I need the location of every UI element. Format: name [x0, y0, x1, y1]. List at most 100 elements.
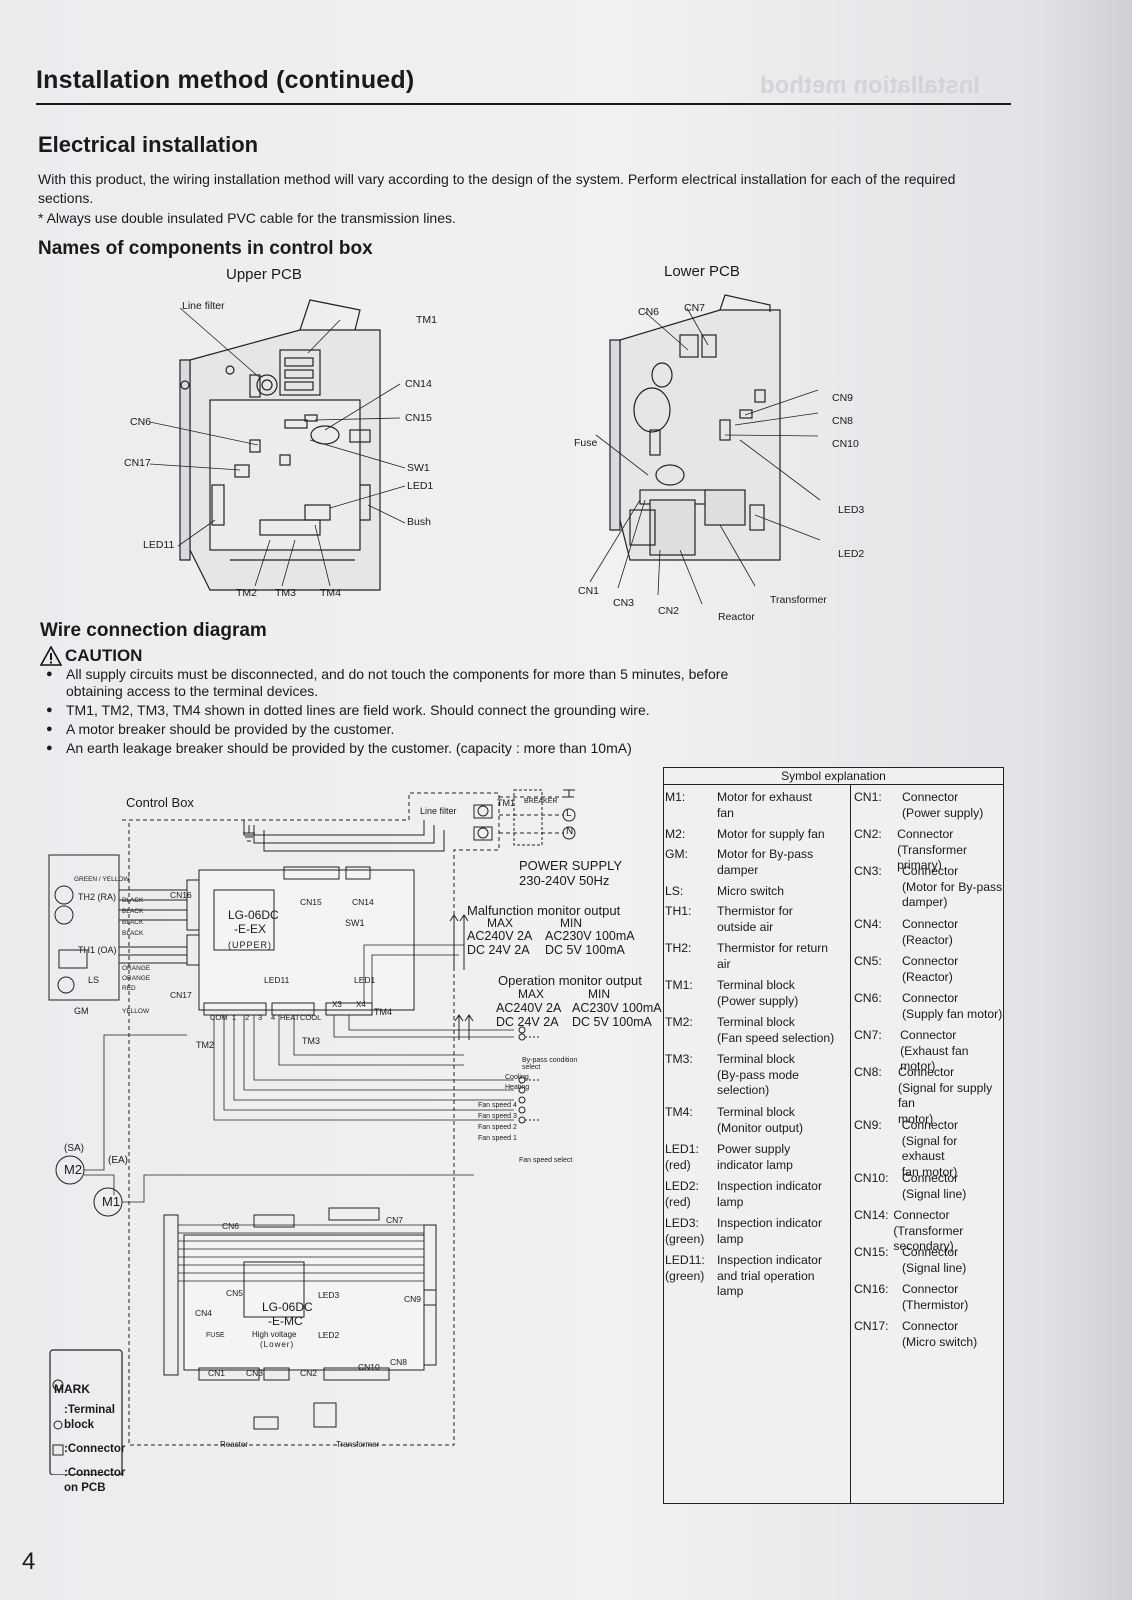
lower-pcb-sub: (Lower): [260, 1340, 295, 1349]
symbol-code: CN5:: [854, 954, 882, 968]
symbol-description: Connector (Transformer secondary): [893, 1208, 964, 1253]
symbol-row: TM2:Terminal block (Fan speed selection): [665, 1015, 834, 1046]
sensor-ls: LS: [88, 975, 100, 985]
symbol-code: CN9:: [854, 1118, 882, 1132]
malfunction-min-label: MIN: [560, 916, 582, 930]
wire-color: ORANGE: [122, 965, 151, 972]
symbol-row: CN4:Connector (Reactor): [854, 917, 958, 948]
motor-ea-tag: (EA): [108, 1155, 128, 1166]
tm4-label: TM4: [374, 1007, 392, 1017]
symbol-code: LS:: [665, 884, 684, 898]
wire-color: BLACK: [122, 897, 144, 904]
symbol-row: GM:Motor for By-pass damper: [665, 847, 813, 878]
symbol-description: Connector (Signal for exhaust fan motor): [901, 1118, 959, 1179]
label-tm1: TM1: [416, 314, 437, 326]
symbol-row: CN1:Connector (Power supply): [854, 790, 983, 821]
wiring-diagram: [48, 789, 576, 1475]
upper-pcb-illustration: [149, 299, 406, 591]
malfunction-ac-max: AC240V 2A: [467, 929, 533, 943]
symbol-code: CN14:: [854, 1208, 889, 1222]
mark-connector-on-pcb: :Connector on PCB: [64, 1467, 126, 1494]
motor-sa-tag: (SA): [64, 1143, 84, 1154]
symbol-description: Connector (Micro switch): [902, 1319, 978, 1349]
operation-output-title: Operation monitor output: [498, 973, 642, 988]
label-fuse: Fuse: [574, 437, 598, 449]
warning-triangle-icon: [40, 646, 62, 666]
label-cn15: CN15: [405, 412, 432, 424]
label-cn8: CN8: [832, 415, 854, 427]
operation-ac-max: AC240V 2A: [496, 1001, 562, 1015]
connector-cn2: CN2: [300, 1368, 318, 1378]
lower-pcb-voltage: High voltage: [252, 1330, 297, 1339]
symbol-row: TH2:Thermistor for return air: [665, 941, 828, 972]
symbol-explanation-table: Symbol explanation M1:Motor for exhaust …: [663, 767, 1004, 1504]
transformer-label: Transformer: [336, 1440, 380, 1449]
sensor-th1: TH1 (OA): [78, 945, 117, 955]
label-led11: LED11: [143, 539, 175, 551]
label-line-filter: Line filter: [182, 300, 225, 312]
operation-max-label: MAX: [518, 987, 545, 1001]
led11-label: LED11: [264, 975, 290, 985]
symbol-code: CN17:: [854, 1319, 889, 1333]
connector-cn3: CN3: [246, 1368, 264, 1378]
symbol-description: Micro switch: [717, 884, 785, 898]
diagram-control-box-label: Control Box: [126, 795, 194, 810]
symbol-row: CN15:Connector (Signal line): [854, 1245, 966, 1276]
fan-speed-1-label: Fan speed 1: [478, 1135, 517, 1142]
label-transformer: Transformer: [770, 594, 827, 606]
symbol-row: CN17: Connector (Micro switch): [854, 1319, 977, 1350]
symbol-description: Inspection indicator lamp: [717, 1179, 823, 1209]
tm4-term-x4: X4: [356, 1000, 366, 1009]
section-heading-wiring: Wire connection diagram: [40, 620, 267, 641]
malfunction-max-label: MAX: [487, 916, 514, 930]
symbol-code: CN2:: [854, 827, 882, 841]
label-cn9: CN9: [832, 392, 854, 404]
symbol-code: CN16:: [854, 1282, 889, 1296]
symbol-code: M1:: [665, 790, 686, 804]
connector-cn4: CN4: [195, 1308, 213, 1318]
symbol-code: TM3:: [665, 1052, 693, 1066]
motor-m2-label: M2: [64, 1162, 83, 1177]
section-heading-electrical: Electrical installation: [38, 132, 259, 157]
fuse-label: FUSE: [206, 1332, 225, 1339]
label-bush: Bush: [407, 516, 431, 528]
upper-pcb-title: Upper PCB: [226, 266, 302, 283]
caution-item: A motor breaker should be provided by th…: [46, 721, 746, 738]
symbol-row: CN14: Connector (Transformer secondary): [854, 1208, 1003, 1255]
intro-paragraph: With this product, the wiring installati…: [38, 171, 956, 206]
symbol-description: Connector (Exhaust fan motor): [900, 1028, 969, 1073]
bleed-through: Installation method: [760, 72, 981, 99]
symbol-description: Inspection indicator and trial operation…: [717, 1253, 823, 1298]
lower-pcb-title: Lower PCB: [664, 263, 740, 280]
symbol-description: Terminal block (Fan speed selection): [717, 1015, 835, 1045]
symbol-code: TH1:: [665, 904, 692, 918]
label-cn1: CN1: [578, 585, 600, 597]
fan-speed-select-label: Fan speed select: [519, 1157, 573, 1164]
symbol-description: Connector (Transformer primary): [897, 827, 968, 872]
symbol-row: LED3: (green)Inspection indicator lamp: [665, 1216, 822, 1247]
symbol-code: LED2: (red): [665, 1179, 699, 1209]
symbol-row: LED11: (green)Inspection indicator and t…: [665, 1253, 822, 1300]
connector-cn17: CN17: [170, 990, 192, 1000]
symbol-row: LS: Micro switch: [665, 884, 784, 900]
label-cn7: CN7: [684, 302, 706, 314]
connector-cn9: CN9: [404, 1294, 422, 1304]
upper-pcb-model-suffix: -E-EX: [234, 922, 267, 936]
caution-label: CAUTION: [65, 646, 143, 665]
connector-cn5: CN5: [226, 1288, 244, 1298]
malfunction-dc-max: DC 24V 2A: [467, 943, 530, 957]
malfunction-dc-min: DC 5V 100mA: [545, 943, 625, 957]
heating-label: Heating: [505, 1084, 530, 1091]
connector-cn1: CN1: [208, 1368, 226, 1378]
sensor-gm: GM: [74, 1006, 89, 1016]
cooling-label: Cooling: [505, 1074, 529, 1081]
connector-cn16: CN16: [170, 890, 192, 900]
caution-list: All supply circuits must be disconnected…: [46, 666, 746, 759]
mark-terminal-block: :Terminal block: [64, 1404, 115, 1431]
symbol-code: CN4:: [854, 917, 882, 931]
symbol-description: Terminal block (Monitor output): [717, 1105, 804, 1135]
symbol-table-heading: Symbol explanation: [664, 768, 1003, 785]
symbol-row: CN5:Connector (Reactor): [854, 954, 958, 985]
operation-min-label: MIN: [588, 987, 610, 1001]
fan-speed-2-label: Fan speed 2: [478, 1124, 517, 1131]
